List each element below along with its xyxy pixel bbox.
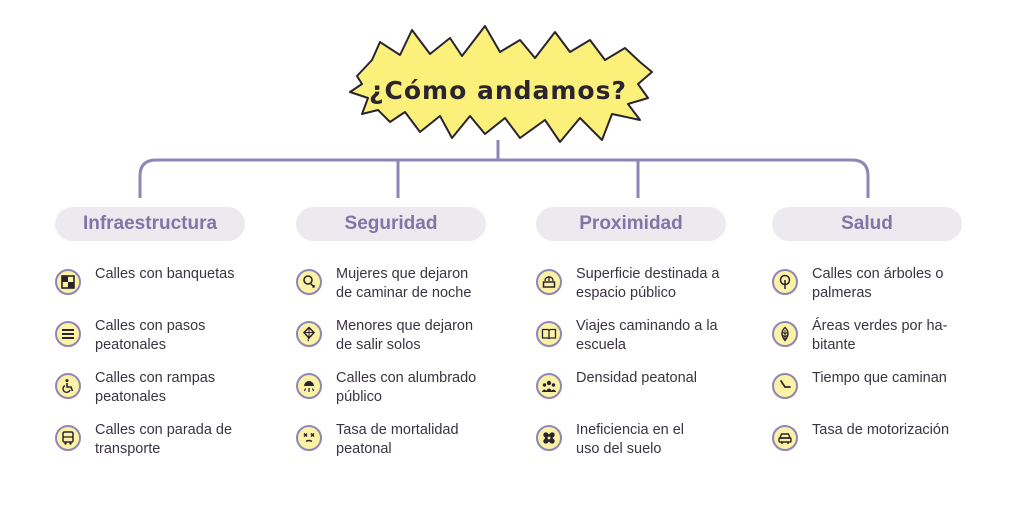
item-label: Calles con pasos peatonales [95, 318, 206, 353]
burst-shape [349, 25, 653, 143]
item-label: Mujeres que dejaron de caminar de noche [336, 266, 472, 301]
item-label: Tasa de mortalidad peatonal [336, 422, 459, 457]
item-label: Calles con parada de transporte [95, 422, 233, 457]
category-label: Proximidad [536, 207, 726, 241]
people-group-icon [536, 373, 562, 399]
item-label: Calles con rampas peatonales [95, 370, 216, 405]
title-burst: ¿Cómo andamos? [349, 25, 653, 143]
category-infraestructura: Infraestructura Calles con banquetas Cal… [55, 207, 255, 473]
car-icon [772, 425, 798, 451]
list-item: Mujeres que dejaron de caminar de noche [296, 265, 496, 317]
list-item: Tiempo que caminan [772, 369, 972, 421]
item-label: Calles con alumbrado público [336, 370, 477, 405]
connector-tree [138, 140, 870, 198]
category-seguridad: Seguridad Mujeres que dejaron de caminar… [296, 207, 496, 473]
category-proximidad: Proximidad Superficie destinada a espaci… [536, 207, 736, 473]
category-label: Infraestructura [55, 207, 245, 241]
female-symbol-icon [296, 269, 322, 295]
item-label: Menores que dejaron de salir solos [336, 318, 474, 353]
list-item: Densidad peatonal [536, 369, 736, 421]
category-label: Seguridad [296, 207, 486, 241]
wheelchair-icon [55, 373, 81, 399]
item-label: Densidad peatonal [576, 370, 697, 386]
category-salud: Salud Calles con árboles o palmeras Área… [772, 207, 972, 473]
item-label: Tasa de motorización [812, 422, 950, 438]
list-item: Menores que dejaron de salir solos [296, 317, 496, 369]
list-item: Superficie destinada a espacio público [536, 265, 736, 317]
open-book-icon [536, 321, 562, 347]
tree-icon [772, 269, 798, 295]
list-item: Calles con pasos peatonales [55, 317, 255, 369]
list-item: Calles con banquetas [55, 265, 255, 317]
street-lamp-icon [296, 373, 322, 399]
diagram-title: ¿Cómo andamos? [369, 76, 627, 105]
tree-connector [138, 158, 870, 198]
list-item: Tasa de mortalidad peatonal [296, 421, 496, 473]
item-label: Calles con banquetas [95, 266, 235, 282]
item-label: Viajes caminando a la escuela [576, 318, 718, 353]
list-item: Calles con alumbrado público [296, 369, 496, 421]
list-item: Áreas verdes por ha- bitante [772, 317, 972, 369]
clock-icon [772, 373, 798, 399]
bus-icon [55, 425, 81, 451]
list-item: Viajes caminando a la escuela [536, 317, 736, 369]
sidewalk-grid-icon [55, 269, 81, 295]
item-label: Áreas verdes por ha- bitante [812, 318, 948, 353]
dead-face-icon [296, 425, 322, 451]
list-item: Tasa de motorización [772, 421, 972, 473]
bandage-icon [536, 425, 562, 451]
leaf-icon [772, 321, 798, 347]
item-label: Tiempo que caminan [812, 370, 947, 386]
item-label: Superficie destinada a espacio público [576, 266, 720, 301]
category-label: Salud [772, 207, 962, 241]
list-item: Calles con rampas peatonales [55, 369, 255, 421]
crosswalk-stripes-icon [55, 321, 81, 347]
fountain-icon [536, 269, 562, 295]
list-item: Calles con árboles o palmeras [772, 265, 972, 317]
list-item: Ineficiencia en el uso del suelo [536, 421, 736, 473]
kite-icon [296, 321, 322, 347]
item-label: Calles con árboles o palmeras [812, 266, 944, 301]
list-item: Calles con parada de transporte [55, 421, 255, 473]
item-label: Ineficiencia en el uso del suelo [576, 422, 685, 457]
